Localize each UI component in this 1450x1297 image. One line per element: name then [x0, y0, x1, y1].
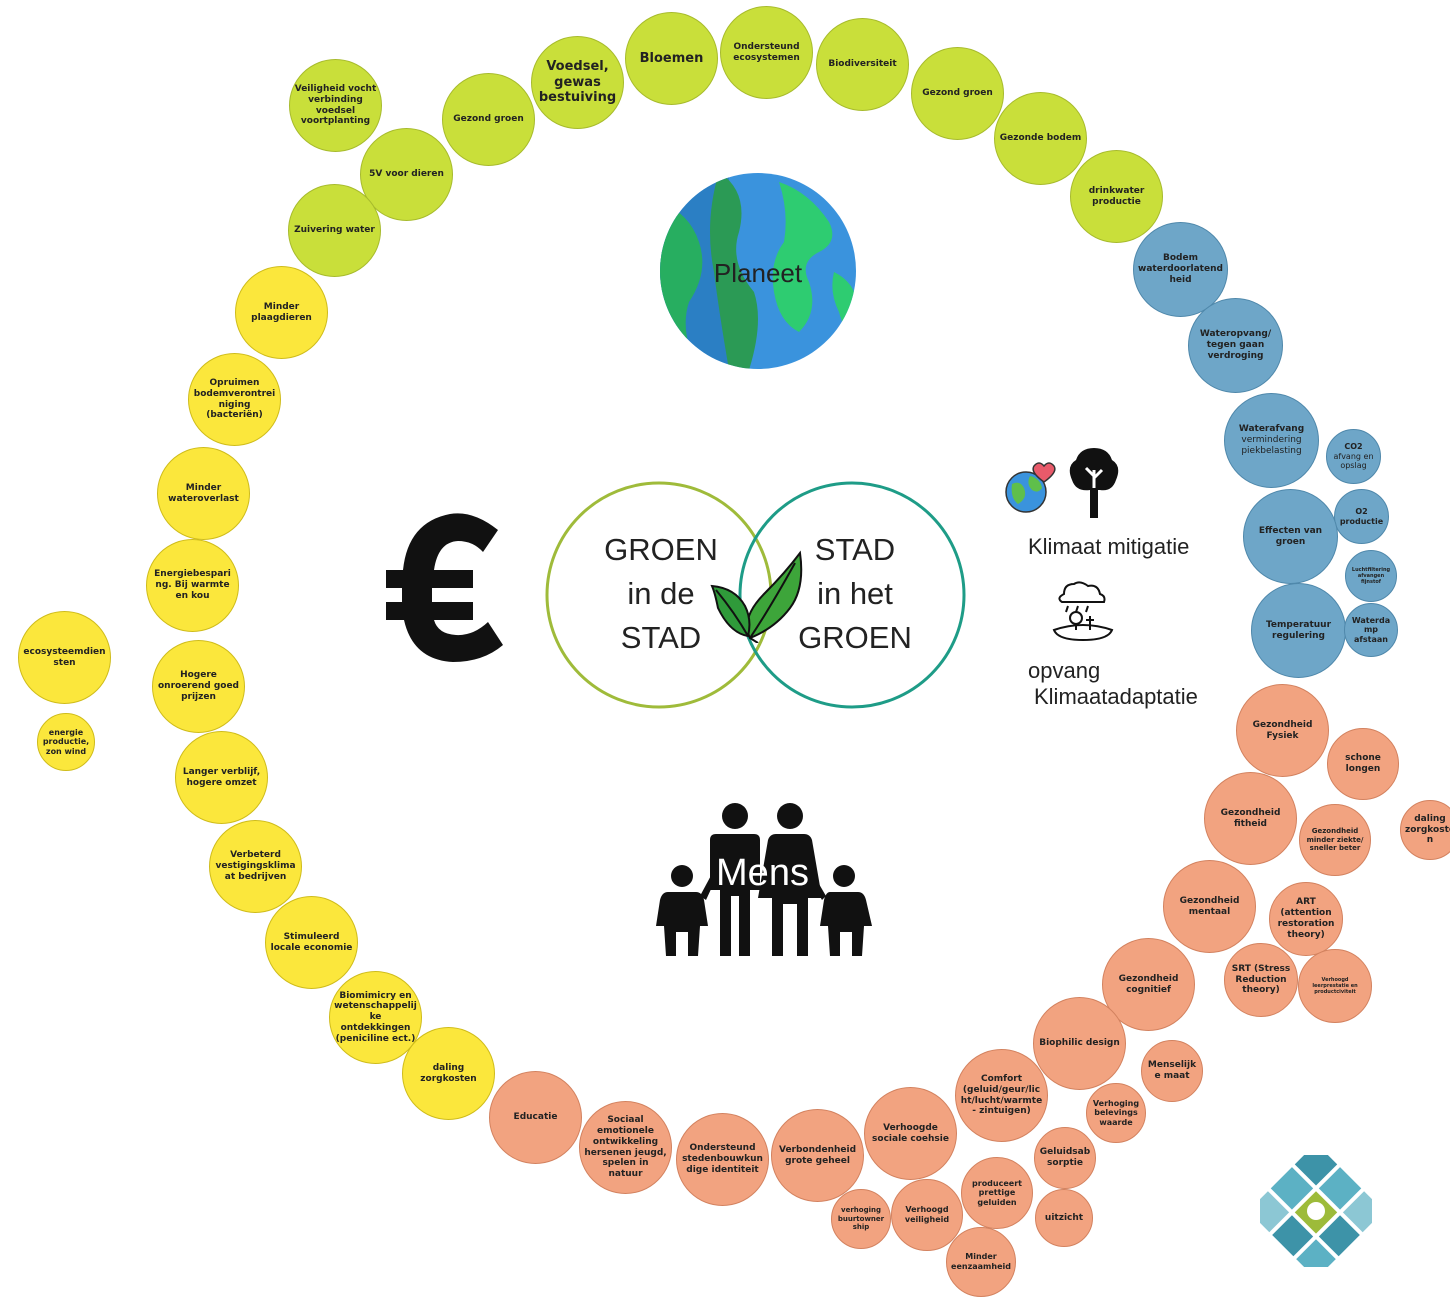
- bubble-gezondheid-fitheid: Gezondheid fitheid: [1204, 772, 1297, 865]
- bubble-biodiversiteit: Biodiversiteit: [816, 18, 909, 111]
- bubble-minder-wateroverlast: Minder wateroverlast: [157, 447, 250, 540]
- bubble-biophilic: Biophilic design: [1033, 997, 1126, 1090]
- bubble-gezond-groen: Gezond groen: [442, 73, 535, 166]
- bubble-gezonde-bodem: Gezonde bodem: [994, 92, 1087, 185]
- venn-right-circle: [738, 481, 966, 709]
- bubble-temperatuur: Temperatuur regulering: [1251, 583, 1346, 678]
- bubble-menselijke-maat: Menselijke maat: [1141, 1040, 1203, 1102]
- venn-left-text: GROEN in de STAD: [586, 528, 736, 660]
- bubble-schone-longen: schone longen: [1327, 728, 1399, 800]
- euro-icon: [386, 513, 503, 662]
- bubble-energie-productie: energie productie, zon wind: [37, 713, 95, 771]
- bubble-co2: CO2 afvang en opslag: [1326, 429, 1381, 484]
- venn-right-text: STAD in het GROEN: [780, 528, 930, 660]
- bubble-buurtownership: verhoging buurtownership: [831, 1189, 891, 1249]
- earth-heart-icon: [1005, 462, 1056, 513]
- bubble-daling-zorgkosten-2: daling zorgkosten: [1400, 800, 1450, 860]
- venn-right-line-3: GROEN: [798, 620, 912, 655]
- bubble-hogere-prijzen: Hogere onroerend goed prijzen: [152, 640, 245, 733]
- planet-label: Planeet: [713, 258, 803, 288]
- bubble-verhoogd-leerprestatie: Verhoogd leerprestatie en productcivitei…: [1298, 949, 1372, 1023]
- bubble-veiligheid: Veiligheid vocht verbinding voedsel voor…: [289, 59, 382, 152]
- co2-title: CO2: [1344, 442, 1363, 452]
- venn-right-line-1: STAD: [814, 532, 896, 567]
- mens-label: Mens: [716, 852, 809, 894]
- bubble-educatie: Educatie: [489, 1071, 582, 1164]
- venn-left-line-1: GROEN: [604, 532, 718, 567]
- venn-left-line-2: in de: [627, 576, 695, 611]
- bubble-belevings-waarde: Verhoging belevings waarde: [1086, 1083, 1146, 1143]
- bubble-voedsel: Voedsel, gewas bestuiving: [531, 36, 624, 129]
- bubble-bloemen: Bloemen: [625, 12, 718, 105]
- bubble-biomimicry: Biomimicry en wetenschappelijke ontdekki…: [329, 971, 422, 1064]
- klimaatadaptatie-label: Klimaatadaptatie: [1034, 684, 1198, 709]
- bubble-locale-economie: Stimuleerd locale economie: [265, 896, 358, 989]
- bubble-o2: O2 productie: [1334, 489, 1389, 544]
- bubble-waterdamp: Waterdamp afstaan: [1344, 603, 1398, 657]
- bubble-ecosysteemdiensten: ecosysteemdiensten: [18, 611, 111, 704]
- bubble-gezondheid-fysiek: Gezondheid Fysiek: [1236, 684, 1329, 777]
- bubble-drinkwater: drinkwater productie: [1070, 150, 1163, 243]
- bubble-gezondheid-minder-ziekte: Gezondheid minder ziekte/ sneller beter: [1299, 804, 1371, 876]
- bubble-art: ART (attention restoration theory): [1269, 882, 1343, 956]
- waterafvang-title: Waterafvang: [1238, 424, 1305, 435]
- bubble-energiebesparing: Energiebesparing. Bij warmte en kou: [146, 539, 239, 632]
- climate-adaptation-icon: [1052, 581, 1114, 642]
- co2-sub: afvang en opslag: [1333, 451, 1374, 471]
- bubble-sociale-cohesie: Verhoogde sociale coehsie: [864, 1087, 957, 1180]
- bubble-vestigingsklimaat: Verbeterd vestigingsklimaat bedrijven: [209, 820, 302, 913]
- bubble-minder-plaag: Minder plaagdieren: [235, 266, 328, 359]
- bubble-uitzicht: uitzicht: [1035, 1189, 1093, 1247]
- bubble-verhoogd-veiligheid: Verhoogd veiligheid: [891, 1179, 963, 1251]
- bubble-daling-zorgkosten: daling zorgkosten: [402, 1027, 495, 1120]
- logo-icon: [1260, 1155, 1372, 1267]
- venn-right-line-2: in het: [817, 576, 893, 611]
- bubble-stedenbouwkundige-identiteit: Ondersteund stedenbouwkundige identiteit: [676, 1113, 769, 1206]
- bubble-waterafvang: Waterafvang vermindering piekbelasting: [1224, 393, 1319, 488]
- planet-globe-icon: [660, 173, 856, 369]
- bubble-zuivering: Zuivering water: [288, 184, 381, 277]
- tree-icon: [1069, 448, 1119, 518]
- bubble-5v-dieren: 5V voor dieren: [360, 128, 453, 221]
- bubble-luchtfiltering: Luchtfiltering afvangen fijnstof: [1345, 550, 1397, 602]
- waterafvang-sub: vermindering piekbelasting: [1241, 435, 1302, 456]
- bubble-langer-verblijf: Langer verblijf, hogere omzet: [175, 731, 268, 824]
- bubble-gezondheid-mentaal: Gezondheid mentaal: [1163, 860, 1256, 953]
- bubble-effecten: Effecten van groen: [1243, 489, 1338, 584]
- bubble-gezondheid-cognitief: Gezondheid cognitief: [1102, 938, 1195, 1031]
- bubble-wateropvang: Wateropvang/ tegen gaan verdroging: [1188, 298, 1283, 393]
- bubble-minder-eenzaamheid: Minder eenzaamheid: [946, 1227, 1016, 1297]
- klimaat-mitigatie-label: Klimaat mitigatie: [1028, 534, 1190, 559]
- family-icon: [656, 803, 872, 956]
- bubble-srt: SRT (Stress Reduction theory): [1224, 943, 1298, 1017]
- bubble-gezond-groen-2: Gezond groen: [911, 47, 1004, 140]
- bubble-comfort: Comfort (geluid/geur/licht/lucht/warmte …: [955, 1049, 1048, 1142]
- bubble-sociaal-emotionele: Sociaal emotionele ontwikkeling hersenen…: [579, 1101, 672, 1194]
- bubble-verbondenheid: Verbondenheid grote geheel: [771, 1109, 864, 1202]
- bubble-ondersteund-ecosystemen: Ondersteund ecosystemen: [720, 6, 813, 99]
- bubble-opruimen: Opruimen bodemverontreiniging (bacteriën…: [188, 353, 281, 446]
- bubble-prettige-geluiden: produceert prettige geluiden: [961, 1157, 1033, 1229]
- bubble-bodem-water: Bodem waterdoorlatendheid: [1133, 222, 1228, 317]
- opvang-label: opvang: [1028, 658, 1101, 683]
- venn-left-line-3: STAD: [620, 620, 702, 655]
- bubble-geluidsabsorptie: Geluidsabsorptie: [1034, 1127, 1096, 1189]
- leaves-icon: [710, 550, 803, 643]
